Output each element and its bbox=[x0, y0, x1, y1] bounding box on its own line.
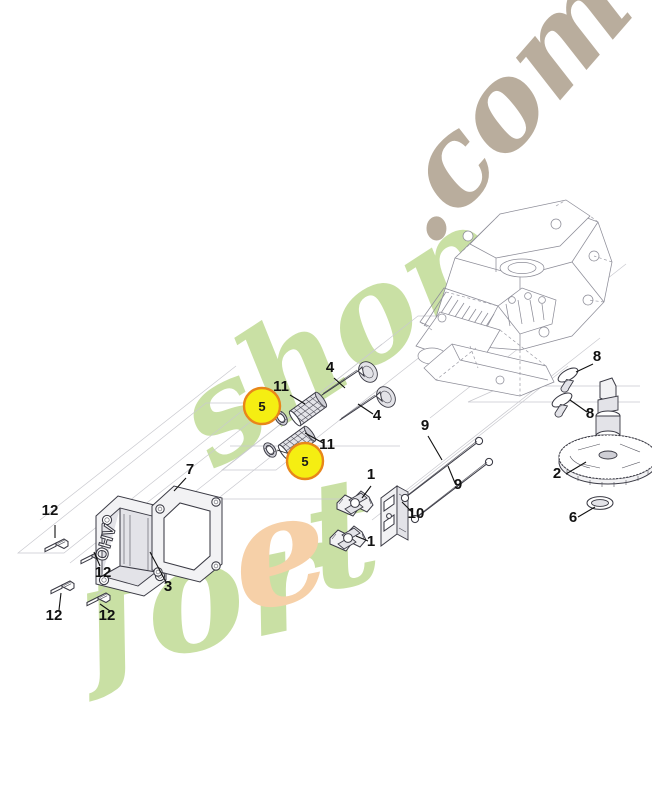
rocker-arm bbox=[336, 490, 374, 517]
o-ring bbox=[586, 496, 614, 510]
callout-12: 12 bbox=[95, 564, 112, 581]
callout-9: 9 bbox=[454, 476, 462, 493]
watermark-foretshop: .com shop for e t bbox=[54, 0, 652, 709]
cover-bolt bbox=[50, 580, 75, 595]
callout-12: 12 bbox=[46, 607, 63, 624]
callout-9: 9 bbox=[421, 417, 429, 434]
valve-lifter bbox=[553, 364, 585, 395]
highlight-circle bbox=[242, 386, 282, 426]
leader-lines bbox=[54, 363, 596, 612]
callout-1: 1 bbox=[367, 466, 375, 483]
highlight-label: 5 bbox=[258, 399, 265, 414]
valve-lifters-group bbox=[547, 364, 585, 420]
callout-numbers: 12 12 12 12 3 7 11 11 4 4 1 1 10 9 9 8 8… bbox=[42, 348, 602, 624]
callout-11: 11 bbox=[319, 436, 335, 453]
push-rod bbox=[410, 457, 494, 524]
valve bbox=[339, 386, 396, 421]
callout-11: 11 bbox=[273, 378, 289, 395]
cover-bolt bbox=[44, 538, 69, 553]
callout-8: 8 bbox=[593, 348, 601, 365]
callout-8: 8 bbox=[586, 405, 594, 422]
valve-stem-seal bbox=[263, 442, 277, 458]
callout-1: 1 bbox=[367, 533, 375, 550]
push-rod bbox=[400, 436, 484, 503]
highlight-circle bbox=[285, 441, 325, 481]
rocker-arm bbox=[329, 525, 367, 552]
callout-6: 6 bbox=[569, 509, 577, 526]
camshaft-gear bbox=[558, 377, 652, 487]
callout-4: 4 bbox=[326, 359, 335, 376]
callout-3: 3 bbox=[164, 578, 172, 595]
callout-12: 12 bbox=[99, 607, 116, 624]
highlight-label: 5 bbox=[301, 454, 308, 469]
callout-10: 10 bbox=[408, 505, 425, 522]
valve-spring bbox=[288, 391, 328, 427]
valve-springs-group bbox=[277, 391, 328, 461]
valve-cover-gasket bbox=[151, 485, 223, 583]
valves-group bbox=[321, 361, 396, 421]
highlight-circles: 5 5 bbox=[242, 386, 325, 481]
engine-block-reference bbox=[415, 199, 613, 397]
callout-12: 12 bbox=[42, 502, 59, 519]
push-rods-group bbox=[400, 436, 494, 524]
callout-2: 2 bbox=[553, 465, 561, 482]
valve-cover: OHV bbox=[91, 495, 167, 597]
rocker-arms-group bbox=[329, 490, 374, 552]
callout-4: 4 bbox=[373, 407, 382, 424]
valve-lifter bbox=[547, 389, 579, 420]
callout-7: 7 bbox=[186, 461, 194, 478]
